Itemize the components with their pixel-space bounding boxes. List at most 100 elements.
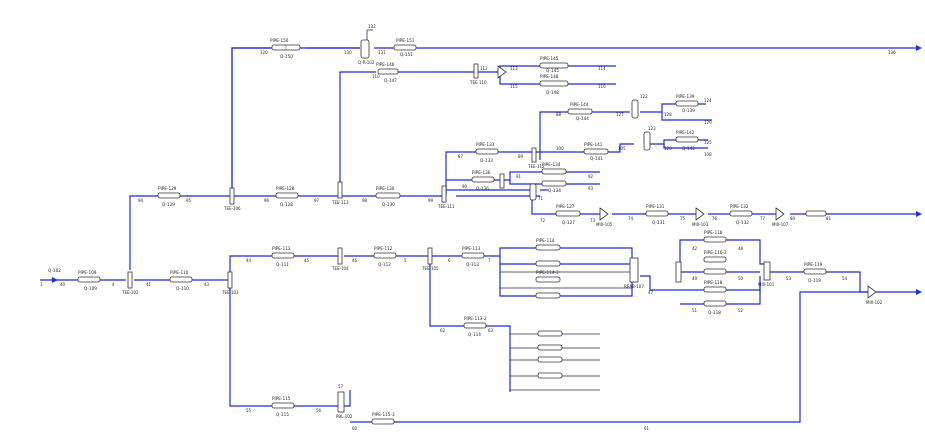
stream-line-133[interactable] — [445, 151, 540, 196]
pipe-136[interactable] — [471, 176, 495, 183]
pipe-114[interactable] — [535, 244, 561, 251]
stream-line-rdv-out[interactable] — [640, 275, 680, 291]
label-pipe-119: PIPE-119 — [804, 262, 823, 267]
stream-line-145[interactable] — [476, 65, 616, 73]
pipe-148[interactable] — [539, 80, 569, 87]
pipe-111[interactable] — [271, 252, 295, 259]
pipe-141[interactable] — [583, 148, 609, 155]
label-stream-72: 72 — [540, 218, 546, 223]
label-stream-43: 43 — [204, 282, 210, 287]
mix-105[interactable] — [599, 207, 609, 221]
pipe-146[interactable] — [377, 68, 399, 75]
pipe-outlet[interactable] — [803, 268, 827, 275]
stream-line-top[interactable] — [231, 47, 916, 196]
splitter-110[interactable] — [497, 65, 507, 79]
tee-111[interactable] — [441, 185, 447, 203]
label-stream-42: 42 — [692, 246, 698, 251]
stream-line-146[interactable] — [339, 71, 476, 190]
pipe-113-2[interactable] — [463, 322, 487, 329]
pipe-109[interactable] — [77, 276, 101, 283]
stream-line-vent[interactable] — [366, 29, 373, 44]
pipe-114-4[interactable] — [535, 292, 561, 299]
pipe-128[interactable] — [275, 192, 299, 199]
pipe-113[interactable] — [461, 252, 485, 259]
pipe-130[interactable] — [375, 192, 401, 199]
stream-line-130[interactable] — [531, 196, 916, 215]
tee-right[interactable] — [675, 261, 682, 283]
tee-109[interactable] — [499, 173, 505, 189]
pipe-113-3[interactable] — [537, 330, 563, 337]
pipe-132b[interactable] — [805, 210, 827, 217]
vessel-142[interactable] — [643, 131, 651, 151]
label-pipe-115-3: PIPE-115-3 — [372, 412, 395, 417]
tee-106[interactable] — [229, 187, 235, 205]
pipe-139[interactable] — [675, 100, 699, 107]
stream-line-114[interactable] — [430, 247, 633, 260]
label-pipe-109: PIPE-109 — [78, 270, 97, 275]
label-stream-4: 4 — [112, 282, 115, 287]
tee-102[interactable] — [127, 271, 133, 289]
stream-line-118[interactable] — [231, 47, 360, 196]
stream-line-bottom[interactable] — [350, 291, 870, 423]
pipe-112[interactable] — [373, 252, 397, 259]
pipe-116-2[interactable] — [703, 256, 727, 263]
pipe-116[interactable] — [703, 236, 727, 243]
tee-103[interactable] — [227, 271, 233, 289]
tee-110[interactable] — [473, 63, 479, 79]
pipe-151[interactable] — [393, 44, 417, 51]
pipe-142[interactable] — [675, 136, 699, 143]
vessel-140[interactable] — [631, 99, 639, 119]
mix-101[interactable] — [763, 261, 771, 281]
pipe-116-3[interactable] — [703, 268, 727, 275]
mix-103[interactable] — [695, 207, 705, 221]
pipe-129[interactable] — [157, 192, 181, 199]
pipe-145[interactable] — [539, 62, 569, 69]
stream-line-114-sub[interactable] — [500, 271, 632, 289]
tee-112[interactable] — [531, 147, 537, 163]
pipe-113-4[interactable] — [537, 344, 563, 351]
pipe-114-3[interactable] — [535, 276, 561, 283]
mix-102[interactable] — [867, 285, 877, 299]
q-r-102[interactable] — [360, 39, 370, 59]
reab-107[interactable] — [629, 257, 639, 283]
label-q-119: Q-119 — [808, 278, 821, 283]
pipe-114-2[interactable] — [535, 260, 561, 267]
pipe-113-6[interactable] — [537, 372, 563, 379]
stream-line-lower[interactable] — [134, 255, 430, 281]
stream-line-144[interactable] — [539, 111, 712, 160]
pipe-144[interactable] — [567, 108, 593, 115]
label-stream-48: 48 — [738, 246, 744, 251]
pipe-131[interactable] — [645, 210, 669, 217]
pipe-110[interactable] — [169, 276, 193, 283]
pipe-113-5[interactable] — [537, 356, 563, 363]
stream-line-middle[interactable] — [129, 195, 540, 270]
stream-line-lower2[interactable] — [229, 280, 351, 407]
label-stream-114: 114 — [598, 66, 606, 71]
stream-line-134[interactable] — [446, 171, 600, 181]
pipe-118[interactable] — [703, 286, 727, 293]
stream-line-116[interactable] — [679, 239, 770, 272]
stream-line-to-mix[interactable] — [770, 271, 872, 293]
stream-line-142[interactable] — [663, 144, 708, 149]
tee-105[interactable] — [427, 247, 433, 265]
tee-113[interactable] — [337, 181, 343, 199]
pbl-102[interactable] — [337, 391, 345, 413]
tee-104[interactable] — [337, 247, 343, 265]
pipe-115[interactable] — [271, 402, 295, 409]
vessel-136[interactable] — [529, 183, 537, 201]
label-pipe-136: PIPE-136 — [472, 170, 491, 175]
stream-line-114-2[interactable] — [499, 256, 632, 265]
pipe-132[interactable] — [729, 210, 753, 217]
pipe-150[interactable] — [271, 44, 301, 51]
pipe-119[interactable] — [703, 300, 727, 307]
stream-line-135[interactable] — [509, 180, 600, 185]
stream-line-114-3[interactable] — [499, 264, 633, 297]
pipe-127[interactable] — [555, 210, 581, 217]
pipe-115-3[interactable] — [371, 418, 395, 425]
pipe-133[interactable] — [475, 148, 499, 155]
label-stream-90: 90 — [462, 184, 468, 189]
pipe-134[interactable] — [541, 168, 567, 175]
label-stream-93: 93 — [588, 186, 594, 191]
mix-107[interactable] — [775, 207, 785, 221]
pipe-135[interactable] — [541, 180, 567, 187]
